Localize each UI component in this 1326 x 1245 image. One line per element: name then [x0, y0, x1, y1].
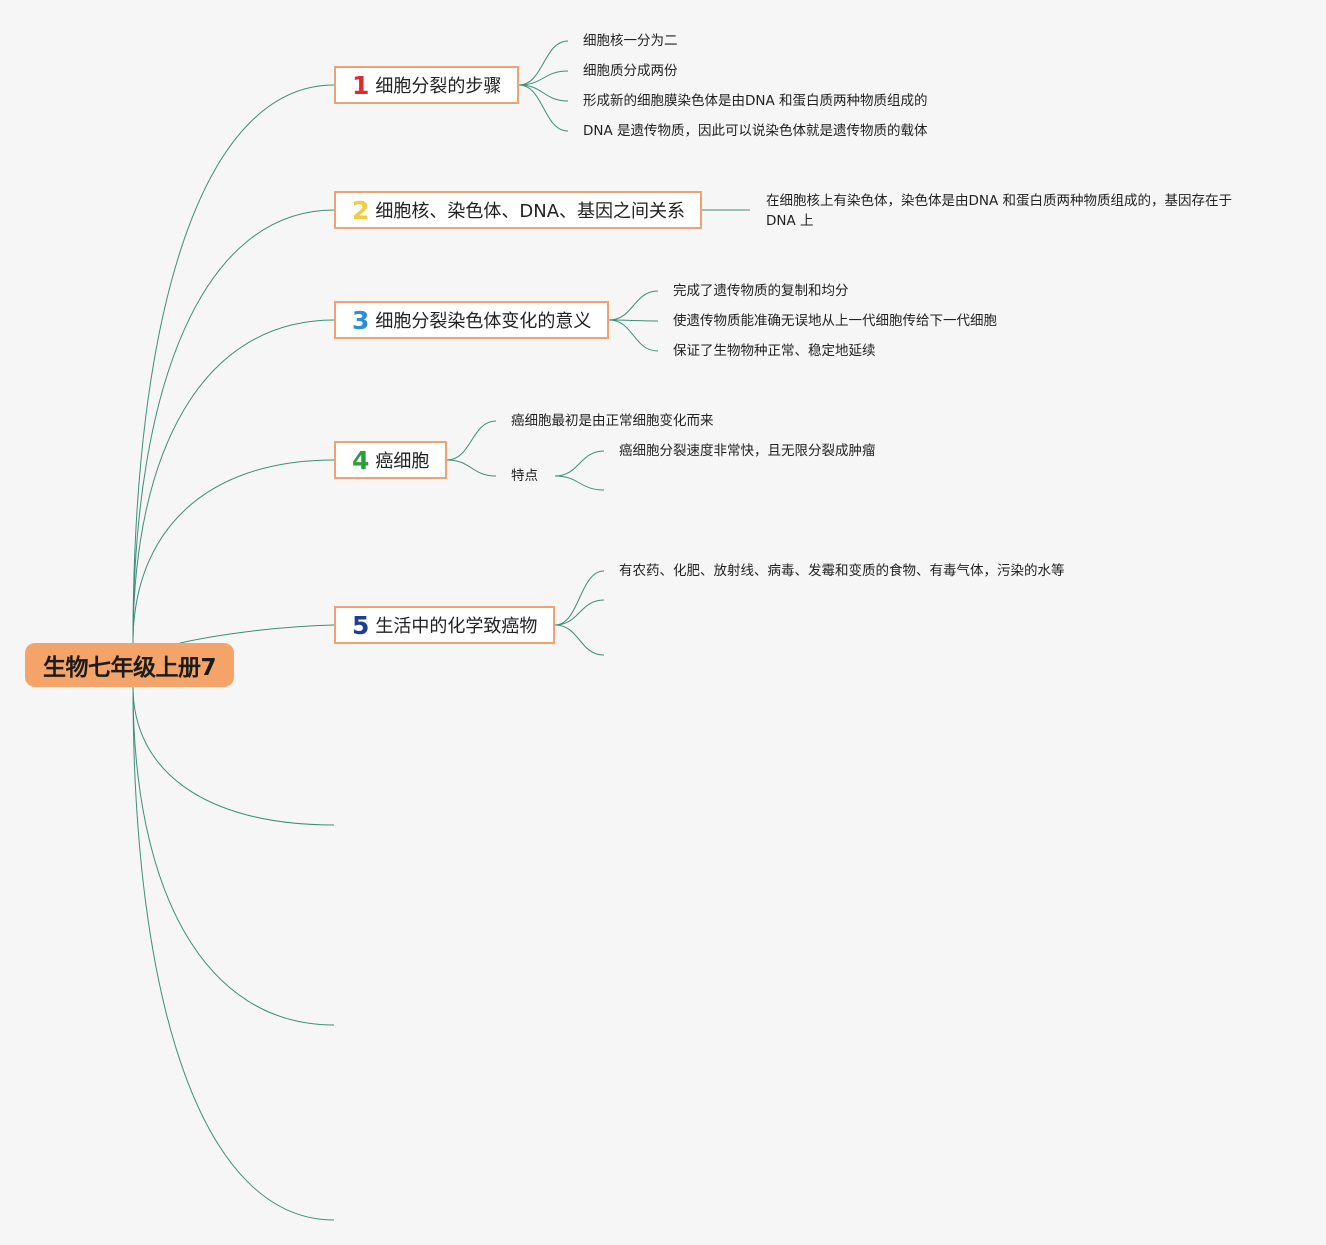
leaf-1-2[interactable]: 细胞质分成两份 — [583, 63, 678, 79]
link-root-branch-3 — [132, 319, 335, 644]
branch-number-3: 3 — [352, 305, 370, 335]
leaf-3-1[interactable]: 完成了遗传物质的复制和均分 — [673, 283, 849, 299]
link-4-2-sub-1 — [554, 450, 605, 477]
leaf-5-1[interactable]: 有农药、化肥、放射线、病毒、发霉和变质的食物、有毒气体，污染的水等 — [619, 563, 1065, 579]
branch-number-4: 4 — [352, 445, 370, 475]
link-1-leaf-1 — [518, 40, 569, 86]
link-1-leaf-2 — [518, 70, 569, 86]
leaf-4-2-1[interactable]: 癌细胞分裂速度非常快，且无限分裂成肿瘤 — [619, 443, 876, 459]
branch-label-2: 细胞核、染色体、DNA、基因之间关系 — [375, 201, 686, 222]
leaf-1-3[interactable]: 形成新的细胞膜染色体是由DNA 和蛋白质两种物质组成的 — [583, 93, 928, 109]
branch-topic-2[interactable]: 2 细胞核、染色体、DNA、基因之间关系 — [334, 191, 702, 229]
leaf-3-2[interactable]: 使遗传物质能准确无误地从上一代细胞传给下一代细胞 — [673, 313, 997, 329]
leaf-3-3[interactable]: 保证了生物物种正常、稳定地延续 — [673, 343, 876, 359]
branch-number-5: 5 — [352, 610, 370, 640]
branch-label-1: 细胞分裂的步骤 — [375, 76, 502, 97]
branch-label-4: 癌细胞 — [375, 451, 430, 472]
link-root-empty-7 — [132, 686, 335, 1026]
link-root-empty-8 — [132, 686, 335, 1221]
leaf-4-2[interactable]: 特点 — [511, 468, 538, 484]
branch-label-3: 细胞分裂染色体变化的意义 — [375, 311, 592, 332]
link-5-leaf-3 — [554, 624, 605, 656]
link-4-leaf-2 — [446, 459, 497, 477]
branch-label-5: 生活中的化学致癌物 — [375, 616, 538, 637]
link-1-leaf-3 — [518, 84, 569, 102]
leaf-4-1[interactable]: 癌细胞最初是由正常细胞变化而来 — [511, 413, 714, 429]
link-3-leaf-1 — [608, 290, 659, 321]
link-root-branch-5 — [179, 624, 335, 644]
leaf-2-1[interactable]: 在细胞核上有染色体，染色体是由DNA 和蛋白质两种物质组成的，基因存在于DNA … — [766, 193, 1233, 229]
branch-topic-1[interactable]: 1 细胞分裂的步骤 — [334, 66, 519, 104]
branch-topic-4[interactable]: 4 癌细胞 — [334, 441, 447, 479]
branch-number-2: 2 — [352, 195, 370, 225]
link-1-leaf-4 — [518, 84, 569, 132]
leaf-1-1[interactable]: 细胞核一分为二 — [583, 33, 678, 49]
link-4-2-sub-empty — [554, 475, 605, 491]
root-title: 生物七年级上册7 — [42, 655, 217, 681]
link-root-empty-6 — [132, 686, 335, 826]
link-5-leaf-1 — [554, 570, 605, 626]
link-root-branch-4 — [132, 459, 335, 644]
leaf-1-4[interactable]: DNA 是遗传物质，因此可以说染色体就是遗传物质的载体 — [583, 123, 928, 139]
link-root-branch-1 — [132, 84, 335, 644]
root-topic[interactable]: 生物七年级上册7 — [25, 643, 234, 687]
link-3-leaf-2 — [608, 319, 659, 322]
branch-number-1: 1 — [352, 70, 370, 100]
link-3-leaf-3 — [608, 319, 659, 352]
link-root-branch-2 — [132, 209, 335, 644]
branch-topic-5[interactable]: 5 生活中的化学致癌物 — [334, 606, 555, 644]
link-5-leaf-2 — [554, 599, 605, 626]
branch-topic-3[interactable]: 3 细胞分裂染色体变化的意义 — [334, 301, 609, 339]
link-4-leaf-1 — [446, 420, 497, 461]
